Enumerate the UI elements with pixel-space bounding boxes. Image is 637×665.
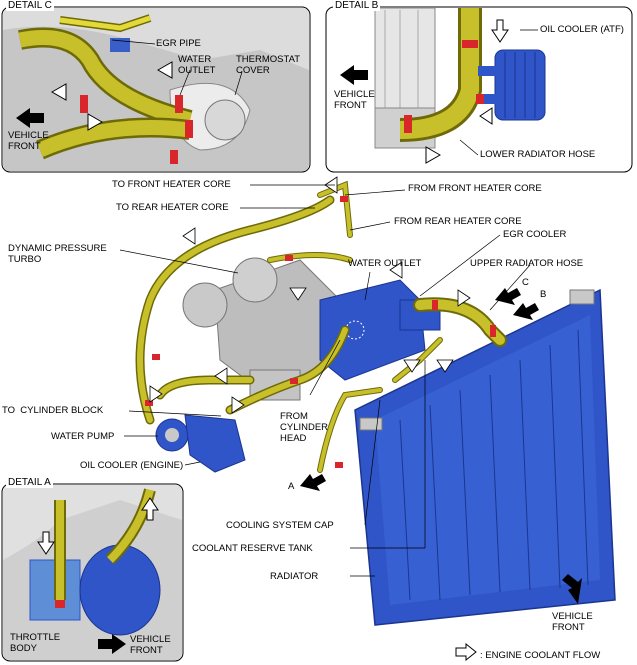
from-front-heater-core-label: FROM FRONT HEATER CORE [408,183,542,194]
radiator-label: RADIATOR [270,571,319,582]
to-rear-heater-core-label: TO REAR HEATER CORE [116,202,229,213]
detail-a-flow-arrow-1 [37,531,55,555]
water-outlet-label: WATER OUTLET [348,258,422,269]
main-vehicle-front-label: VEHICLE FRONT [552,611,593,633]
water-outlet-egr-cooler [319,279,441,381]
marker-a-label: A [288,481,295,492]
detail-a-vehicle-front-label: VEHICLE FRONT [130,634,171,656]
hose-clamps [145,196,496,468]
detail-b-vehicle-front-arrow [340,65,368,85]
detail-b-flow-arrow-1 [491,19,509,43]
detail-c-flow-arrow-1 [50,83,67,101]
detail-c-title: DETAIL C [6,0,54,11]
dynamic-pressure-turbo-label: DYNAMIC PRESSURE TURBO [8,243,107,265]
water-pump-label: WATER PUMP [51,431,115,442]
from-cylinder-head-label: FROM CYLINDER HEAD [280,411,329,444]
detail-b-flow-arrow-2 [479,107,493,125]
coolant-reserve-tank-label: COOLANT RESERVE TANK [192,543,313,554]
leader-lines [119,184,531,577]
dynamic-pressure-turbo-body [182,282,228,328]
detail-a-panel [1,483,184,662]
to-cylinder-block-label: TO CYLINDER BLOCK [2,405,104,416]
detail-c-flow-arrow-3 [87,113,104,131]
cooling-system-cap-label: COOLING SYSTEM CAP [226,520,334,531]
marker-arrow-a [300,474,326,491]
to-front-heater-core-label: TO FRONT HEATER CORE [112,179,231,190]
detail-a-throttle-body-label: THROTTLE BODY [10,632,61,654]
detail-a-vehicle-front-arrow [98,634,126,654]
detail-c-panel [1,6,311,173]
detail-c-vehicle-front-arrow [16,108,44,128]
detail-c-water-outlet-label: WATER OUTLET [178,54,216,76]
detail-b-lower-radiator-hose-label: LOWER RADIATOR HOSE [480,149,596,160]
detail-c-vehicle-front-label: VEHICLE FRONT [8,130,49,152]
engine-block [182,257,341,401]
marker-arrow-c [495,288,521,305]
marker-b-label: B [540,289,547,300]
detail-b-flow-arrow-3 [425,146,442,164]
detail-c-flow-arrow-2 [156,61,173,79]
detail-b-oil-cooler-atf-label: OIL COOLER (ATF) [540,24,624,35]
detail-b-panel [325,6,633,173]
detail-a-flow-arrow-2 [141,497,159,521]
marker-c-label: C [522,277,529,288]
egr-cooler-label: EGR COOLER [503,229,567,240]
detail-c-egr-pipe-label: EGR PIPE [156,38,201,49]
detail-b-title: DETAIL B [333,0,381,11]
detail-c-thermostat-cover-label: THERMOSTAT COVER [236,54,301,76]
legend-engine-coolant-flow-label: : ENGINE COOLANT FLOW [480,650,601,661]
engine-coolant-flow-arrows [149,176,471,414]
coolant-hoses [135,180,507,473]
detail-a-title: DETAIL A [6,477,53,488]
from-rear-heater-core-label: FROM REAR HEATER CORE [394,216,522,227]
detail-marker-arrows [300,288,539,491]
radiator [354,288,616,626]
main-vehicle-front-arrow [562,574,582,604]
detail-b-oil-cooler-atf [494,49,546,121]
detail-b-vehicle-front-label: VEHICLE FRONT [334,89,375,111]
oil-cooler-engine-label: OIL COOLER (ENGINE) [80,460,184,471]
legend-flow-arrow-icon [455,642,477,662]
upper-radiator-hose-label: UPPER RADIATOR HOSE [470,258,584,269]
marker-arrow-b [513,303,539,320]
water-pump-oil-cooler [155,414,246,473]
